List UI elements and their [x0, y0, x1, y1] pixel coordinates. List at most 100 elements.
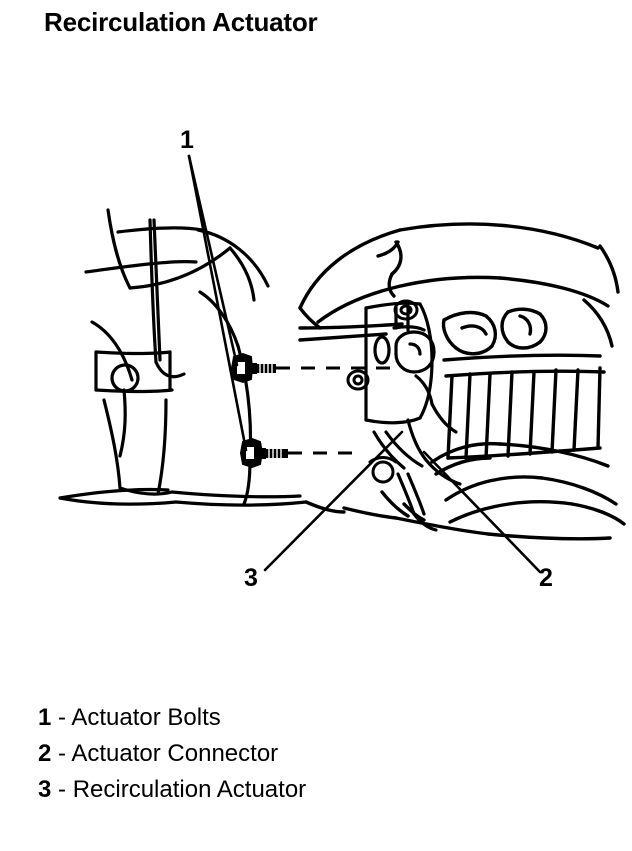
legend-dash-3: - — [58, 776, 67, 803]
actuator-arm-1 — [414, 374, 434, 406]
legend-item-3: 3 - Recirculation Actuator — [38, 772, 598, 808]
actuator-link-1 — [406, 418, 428, 462]
actuator-rod-2 — [406, 472, 426, 516]
floor-line-1 — [58, 487, 170, 500]
leader-line-3 — [263, 430, 404, 572]
housing-notch-2 — [387, 272, 396, 298]
panel-fold-1 — [198, 290, 240, 348]
bolt-leader-dashes — [276, 366, 392, 455]
fin-4 — [506, 370, 514, 458]
actuator-lever-2 — [384, 430, 424, 468]
legend-dash-1: - — [58, 704, 67, 731]
lower-bolt — [239, 437, 288, 469]
actuator-rib-cap — [392, 325, 426, 332]
housing-top-curve — [398, 222, 600, 250]
console-right — [156, 398, 168, 496]
tunnel-left-2 — [380, 490, 410, 518]
housing-right-edge — [582, 298, 614, 348]
legend-number-1: 1 — [38, 704, 52, 731]
legend-text-1: Actuator Bolts — [71, 704, 221, 731]
bracket-hole — [110, 363, 140, 393]
upper-bolt-flange — [251, 363, 257, 374]
callout-label-1: 1 — [180, 126, 194, 154]
housing-left-curve — [298, 228, 402, 310]
housing-notch-3 — [376, 240, 400, 258]
core-bottom-right — [454, 344, 494, 356]
upper-bolt-threads — [259, 364, 273, 373]
cap-top — [506, 307, 542, 316]
upper-boss-hole — [399, 304, 413, 316]
legend-number-3: 3 — [38, 776, 52, 803]
cap-left — [500, 310, 510, 344]
housing-inner-top-right — [498, 276, 610, 308]
housing-right-top — [598, 244, 620, 294]
actuator-arm-2 — [430, 402, 458, 434]
core-top-left — [442, 310, 488, 322]
legend-text-2: Actuator Connector — [71, 740, 279, 767]
console-left — [102, 398, 122, 490]
tunnel-inner-1 — [434, 456, 492, 476]
lower-bolt-threads — [268, 449, 282, 458]
leader-line-2 — [422, 450, 542, 574]
vertical-trim-foot — [154, 360, 186, 379]
tunnel-curve-1 — [444, 475, 544, 502]
tunnel-left-1 — [402, 502, 426, 522]
lower-bolt-flange — [260, 448, 266, 459]
tunnel-curve-4 — [570, 502, 626, 526]
motor-housing-bottom — [394, 352, 416, 374]
fin-6 — [550, 368, 558, 454]
legend-item-2: 2 - Actuator Connector — [38, 736, 598, 772]
tunnel-curve-2 — [540, 476, 618, 506]
lower-boss — [346, 369, 370, 391]
dash-edge-1 — [106, 208, 132, 290]
legend-number-2: 2 — [38, 740, 52, 767]
lower-boss-hole — [352, 374, 364, 386]
core-bottom-left — [441, 318, 458, 350]
actuator-link-2 — [424, 458, 462, 486]
housing-left-lower — [298, 306, 322, 330]
core-inner-arc — [460, 324, 488, 336]
callout-label-2: 2 — [539, 564, 553, 592]
dashboard-outline-group — [58, 208, 308, 507]
dash-edge-3 — [84, 260, 198, 274]
motor-housing-top — [394, 330, 416, 348]
fin-8 — [596, 366, 602, 450]
cap-inner — [518, 314, 533, 336]
fin-1 — [446, 374, 454, 460]
heater-core-group — [441, 244, 620, 460]
housing-shelf-1 — [298, 322, 404, 330]
legend-text-3: Recirculation Actuator — [72, 776, 307, 803]
fin-second-line — [444, 369, 606, 378]
tunnel-left-5 — [486, 532, 612, 541]
figure-diagram: 1 3 2 — [0, 60, 632, 680]
leader-line-1b — [187, 154, 248, 452]
bracket-bottom-edge — [94, 388, 174, 394]
callout-label-3: 3 — [244, 564, 258, 592]
fin-top-line — [442, 353, 602, 362]
cap-bottom — [506, 340, 542, 350]
fin-3 — [484, 372, 492, 460]
legend-item-1: 1 - Actuator Bolts — [38, 700, 598, 736]
dash-edge-2 — [116, 226, 204, 234]
actuator-plate-bottom — [364, 416, 422, 425]
fin-2 — [464, 372, 472, 460]
legend-dash-2: - — [58, 740, 67, 767]
callout-leader-lines — [187, 154, 542, 574]
tunnel-top-2 — [498, 442, 610, 468]
fin-5 — [528, 370, 536, 456]
floor-line-2 — [170, 490, 302, 499]
dash-edge-8 — [118, 388, 127, 458]
dash-edge-4 — [90, 320, 134, 382]
actuator-lever — [372, 430, 406, 470]
actuator-plate-right-upper — [418, 302, 434, 362]
floor-line-4 — [174, 500, 308, 507]
vertical-trim-2 — [148, 218, 158, 364]
housing-shelf-2 — [298, 332, 388, 342]
upper-bolt — [230, 352, 276, 384]
diagram-svg: 1 3 2 — [58, 126, 626, 592]
fin-7 — [572, 368, 580, 452]
dash-edge-7 — [228, 246, 256, 302]
page-title: Recirculation Actuator — [44, 7, 318, 37]
upper-boss — [393, 299, 419, 321]
